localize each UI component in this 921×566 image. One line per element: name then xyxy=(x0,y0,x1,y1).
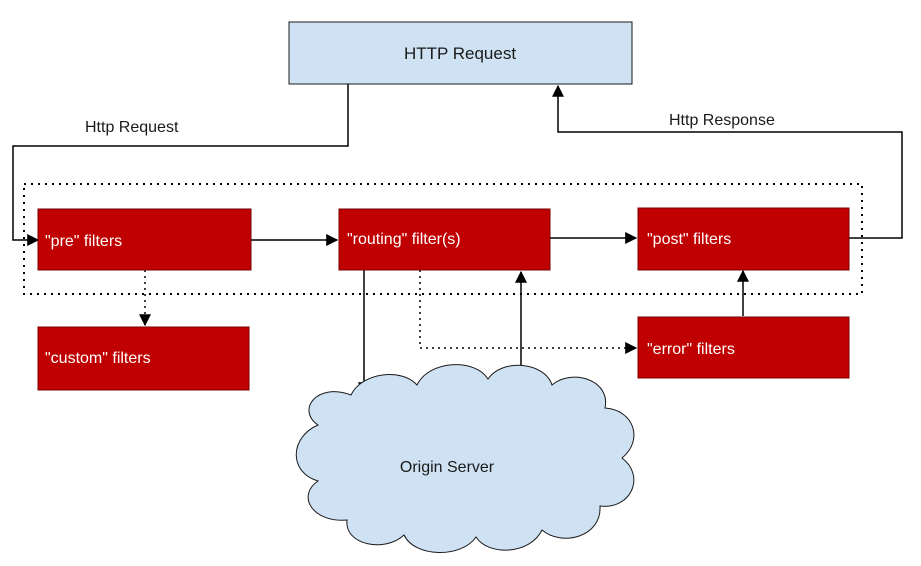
http-request-node: HTTP Request xyxy=(288,21,633,85)
routing-filters-node: "routing" filter(s) xyxy=(338,208,551,271)
pre-filters-box xyxy=(37,208,252,271)
post-filters-label: "post" filters xyxy=(647,231,731,248)
error-filters-node: "error" filters xyxy=(637,316,850,379)
response-edge xyxy=(552,84,903,239)
custom-filters-node: "custom" filters xyxy=(37,326,250,391)
post-filters-node: "post" filters xyxy=(637,207,850,271)
routing-filters-box xyxy=(338,208,551,271)
origin-server-cloud xyxy=(295,364,635,553)
custom-filters-box xyxy=(37,326,250,391)
http-request-box xyxy=(288,21,633,85)
routing-filters-label: "routing" filter(s) xyxy=(347,231,461,248)
response-edge-label: Http Response xyxy=(669,112,775,129)
custom-filters-label: "custom" filters xyxy=(45,350,151,367)
origin-server-node: Origin Server xyxy=(295,364,635,553)
error-filters-label: "error" filters xyxy=(647,341,735,358)
request-edge-label: Http Request xyxy=(85,119,179,136)
post-filters-box xyxy=(637,207,850,271)
request-edge xyxy=(12,84,349,246)
pre-filters-node: "pre" filters xyxy=(37,208,252,271)
origin-server-label: Origin Server xyxy=(400,459,495,476)
pre-filters-label: "pre" filters xyxy=(45,233,122,250)
filter-chain-boundary xyxy=(23,183,863,295)
error-filters-box xyxy=(637,316,850,379)
routing-to-error-edge xyxy=(419,270,638,354)
http-request-label: HTTP Request xyxy=(404,44,516,63)
